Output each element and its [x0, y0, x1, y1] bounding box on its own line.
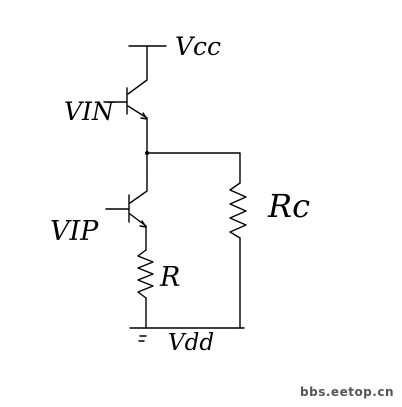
- q1-collector: [127, 79, 148, 95]
- q2-collector: [129, 175, 148, 204]
- q1-emitter: [127, 105, 148, 119]
- watermark: bbs.eetop.cn: [300, 385, 394, 399]
- vin-label: VIN: [64, 97, 114, 126]
- vcc-label: Vcc: [175, 32, 222, 61]
- load-resistor: [229, 182, 247, 239]
- junction-dot: [145, 151, 149, 155]
- emitter-resistor: [137, 249, 154, 299]
- vip-label: VIP: [50, 216, 99, 247]
- node-wire-horizontal: [146, 152, 241, 184]
- load-resistor-label: Rc: [268, 187, 311, 225]
- emitter-resistor-label: R: [160, 262, 181, 293]
- vdd-label: Vdd: [168, 330, 215, 356]
